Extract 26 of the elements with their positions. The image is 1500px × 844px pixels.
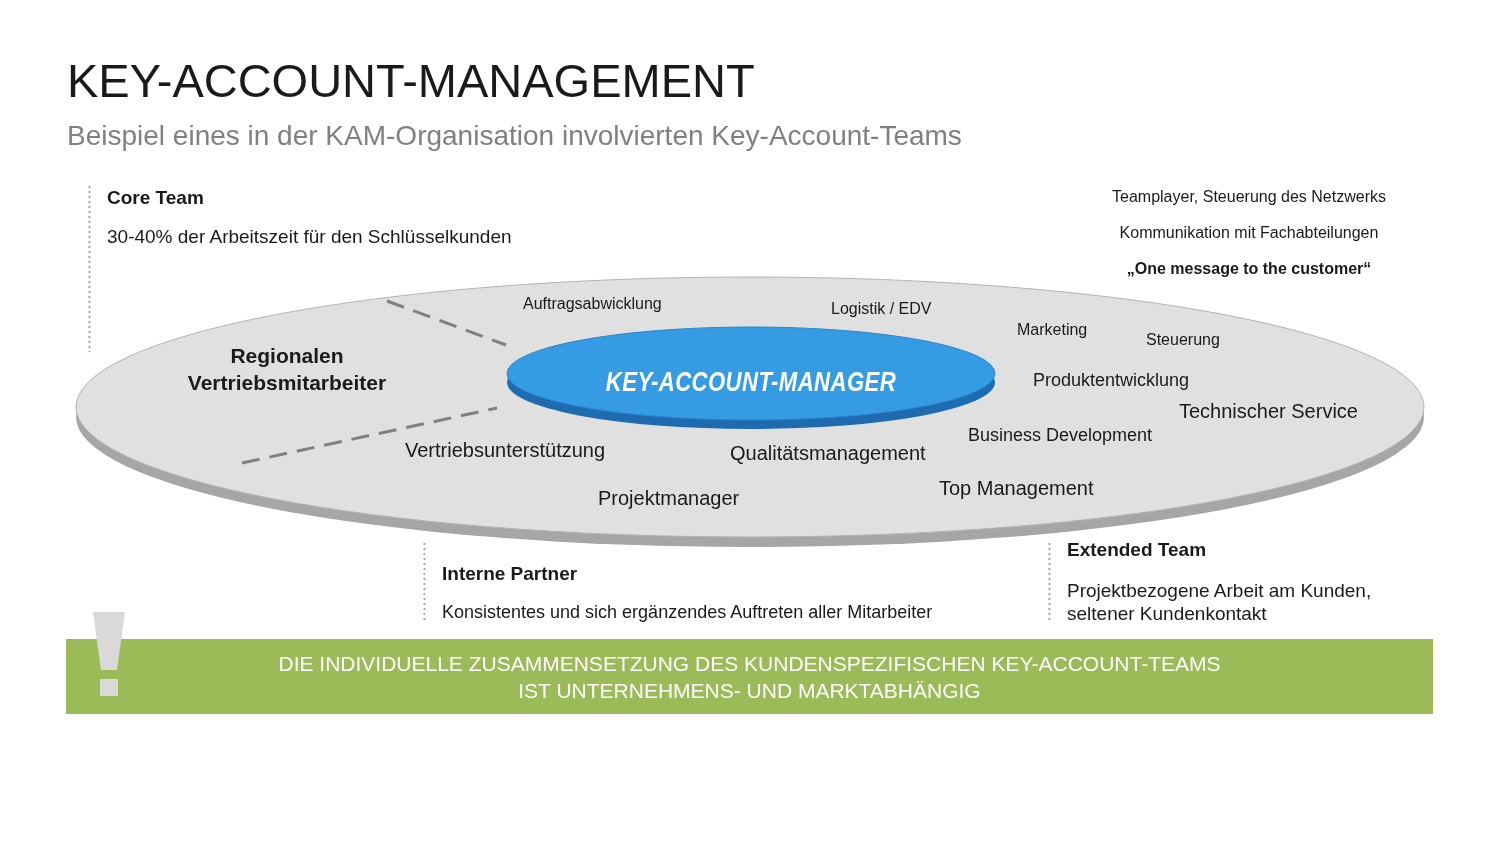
slide-subtitle: Beispiel eines in der KAM-Organisation involvierten Key-Account-Teams bbox=[67, 120, 962, 153]
slide-title: KEY-ACCOUNT-MANAGEMENT bbox=[67, 53, 755, 108]
note-banner: DIE INDIVIDUELLE ZUSAMMENSETZUNG DES KUNDENSPEZIFISCHEN KEY-ACCOUNT-TEAMS IST UNTERNEHMENS- UND MARKTABHÄNGIG bbox=[66, 639, 1433, 714]
team-description: 30-40% der Arbeitszeit für den Schlüsselkunden bbox=[107, 225, 512, 248]
role-label: Steuerung bbox=[1146, 331, 1220, 350]
quote-text: „One message to the customer“ bbox=[1126, 260, 1372, 279]
group-heading: Regionalen Vertriebsmitarbeiter bbox=[186, 343, 388, 396]
role-label: Marketing bbox=[1017, 321, 1088, 340]
role-label: Produktentwicklung bbox=[1033, 370, 1190, 391]
disc-title: KEY-ACCOUNT-MANAGER bbox=[605, 366, 897, 398]
role-label: Technischer Service bbox=[1179, 400, 1358, 423]
team-heading: Interne Partner bbox=[442, 562, 578, 585]
role-label: Logistik / EDV bbox=[831, 300, 932, 319]
role-note: Kommunikation mit Fachabteilungen bbox=[1119, 224, 1379, 243]
team-description: Konsistentes und sich ergänzendes Auftreten aller Mitarbeiter bbox=[442, 602, 933, 623]
role-label: Auftragsabwicklung bbox=[523, 295, 662, 314]
team-heading: Extended Team bbox=[1067, 538, 1207, 561]
center-disc bbox=[506, 326, 996, 430]
team-heading: Core Team bbox=[107, 186, 204, 209]
role-label: Top Management bbox=[939, 477, 1094, 500]
role-label: Business Development bbox=[968, 425, 1153, 446]
role-label: Qualitätsmanagement bbox=[730, 442, 926, 465]
team-description: Projektbezogene Arbeit am Kunden, seltener Kundenkontakt bbox=[1067, 578, 1373, 625]
role-label: Vertriebsunterstützung bbox=[405, 439, 606, 462]
role-note: Teamplayer, Steuerung des Netzwerks bbox=[1112, 188, 1386, 207]
role-label: Projektmanager bbox=[598, 487, 740, 510]
